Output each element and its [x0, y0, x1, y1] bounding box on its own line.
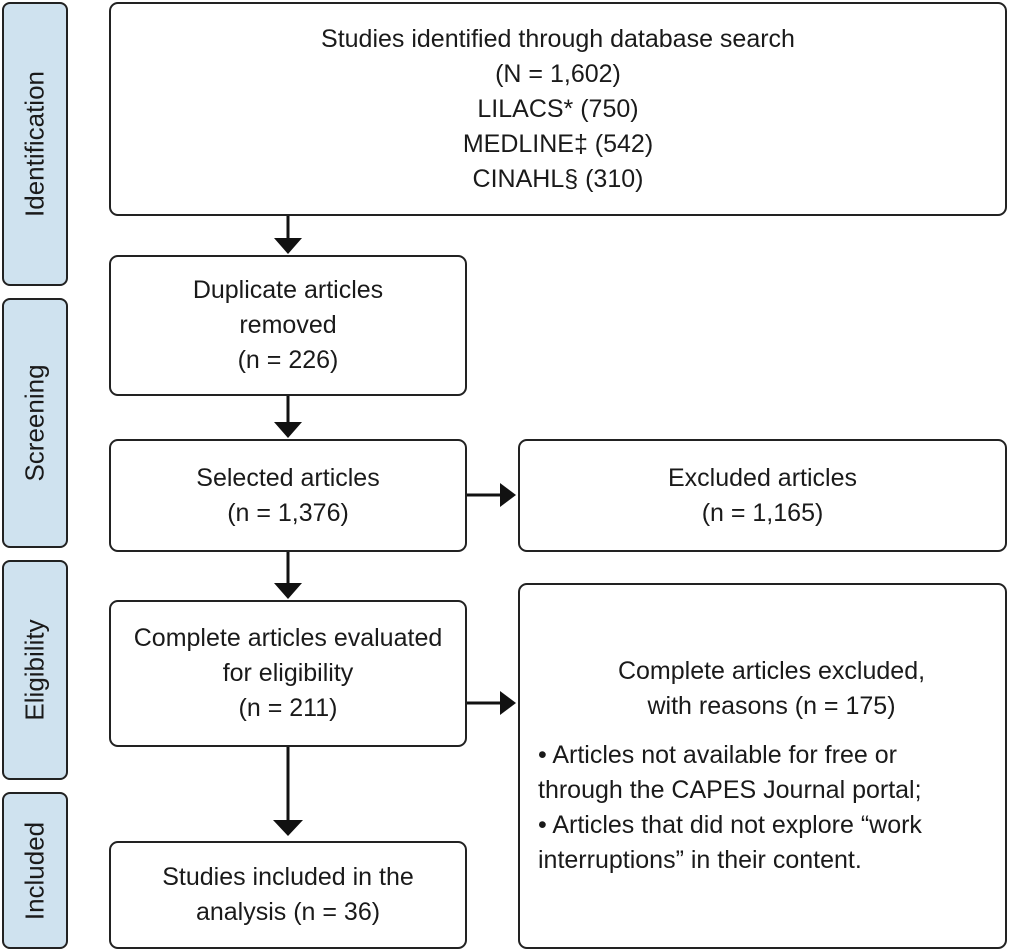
excluded-reason-1-line-1: • Articles not available for free or [538, 741, 897, 769]
duplicates-count: (n = 226) [237, 346, 339, 374]
stage-included: Included [2, 792, 68, 949]
arrow-duplicates-to-selected-head [274, 422, 302, 438]
stage-eligibility: Eligibility [2, 560, 68, 780]
database-search-title: Studies identified through database sear… [321, 24, 795, 53]
duplicates-line-2: removed [239, 311, 337, 339]
database-search-box: Studies identified through database sear… [109, 2, 1007, 216]
included-line-2: analysis (n = 36) [195, 898, 381, 926]
excluded-reason-2: • Articles that did not explore “work in… [538, 808, 922, 878]
database-search-cinahl: CINAHL§ (310) [472, 164, 644, 193]
database-search-lilacs: LILACS* (750) [477, 94, 639, 123]
selected-box: Selected articles (n = 1,376) [109, 439, 467, 552]
excluded-reason-1-line-2: through the CAPES Journal portal; [538, 776, 922, 804]
selected-title: Selected articles [196, 463, 380, 492]
eligibility-count: (n = 211) [238, 694, 338, 722]
excluded-box: Excluded articles (n = 1,165) [518, 439, 1007, 552]
excluded-reason-1: • Articles not available for free or thr… [538, 738, 922, 808]
selected-count: (n = 1,376) [227, 498, 349, 527]
eligibility-line-2: for eligibility [222, 659, 354, 687]
included-box: Studies included in the analysis (n = 36… [109, 841, 467, 949]
duplicates-line-1: Duplicate articles [192, 276, 384, 304]
arrow-eligibility-to-included-head [273, 820, 303, 836]
excluded-reason-2-line-1: • Articles that did not explore “work [538, 811, 922, 839]
database-search-medline: MEDLINE‡ (542) [462, 129, 654, 158]
excluded-title: Excluded articles [668, 463, 857, 492]
excluded-reasons-heading-line-2: with reasons (n = 175) [647, 692, 896, 720]
arrow-selected-to-eligibility-head [274, 583, 302, 599]
arrow-search-to-duplicates-head [274, 238, 302, 254]
database-search-total: (N = 1,602) [495, 59, 621, 88]
excluded-reasons-box: Complete articles excluded, with reasons… [518, 583, 1007, 949]
arrow-selected-to-excluded-head [500, 483, 516, 507]
eligibility-box: Complete articles evaluated for eligibil… [109, 600, 467, 747]
excluded-reasons-heading-line-1: Complete articles excluded, [617, 657, 926, 685]
duplicates-box: Duplicate articles removed (n = 226) [109, 255, 467, 396]
excluded-reason-2-line-2: interruptions” in their content. [538, 846, 862, 874]
stage-screening: Screening [2, 298, 68, 548]
eligibility-line-1: Complete articles evaluated [133, 624, 443, 652]
included-line-1: Studies included in the [162, 863, 414, 891]
excluded-reasons-heading: Complete articles excluded, with reasons… [538, 654, 1005, 724]
stage-identification: Identification [2, 2, 68, 286]
arrow-eligibility-to-reasons-head [500, 691, 516, 715]
excluded-count: (n = 1,165) [701, 498, 824, 527]
